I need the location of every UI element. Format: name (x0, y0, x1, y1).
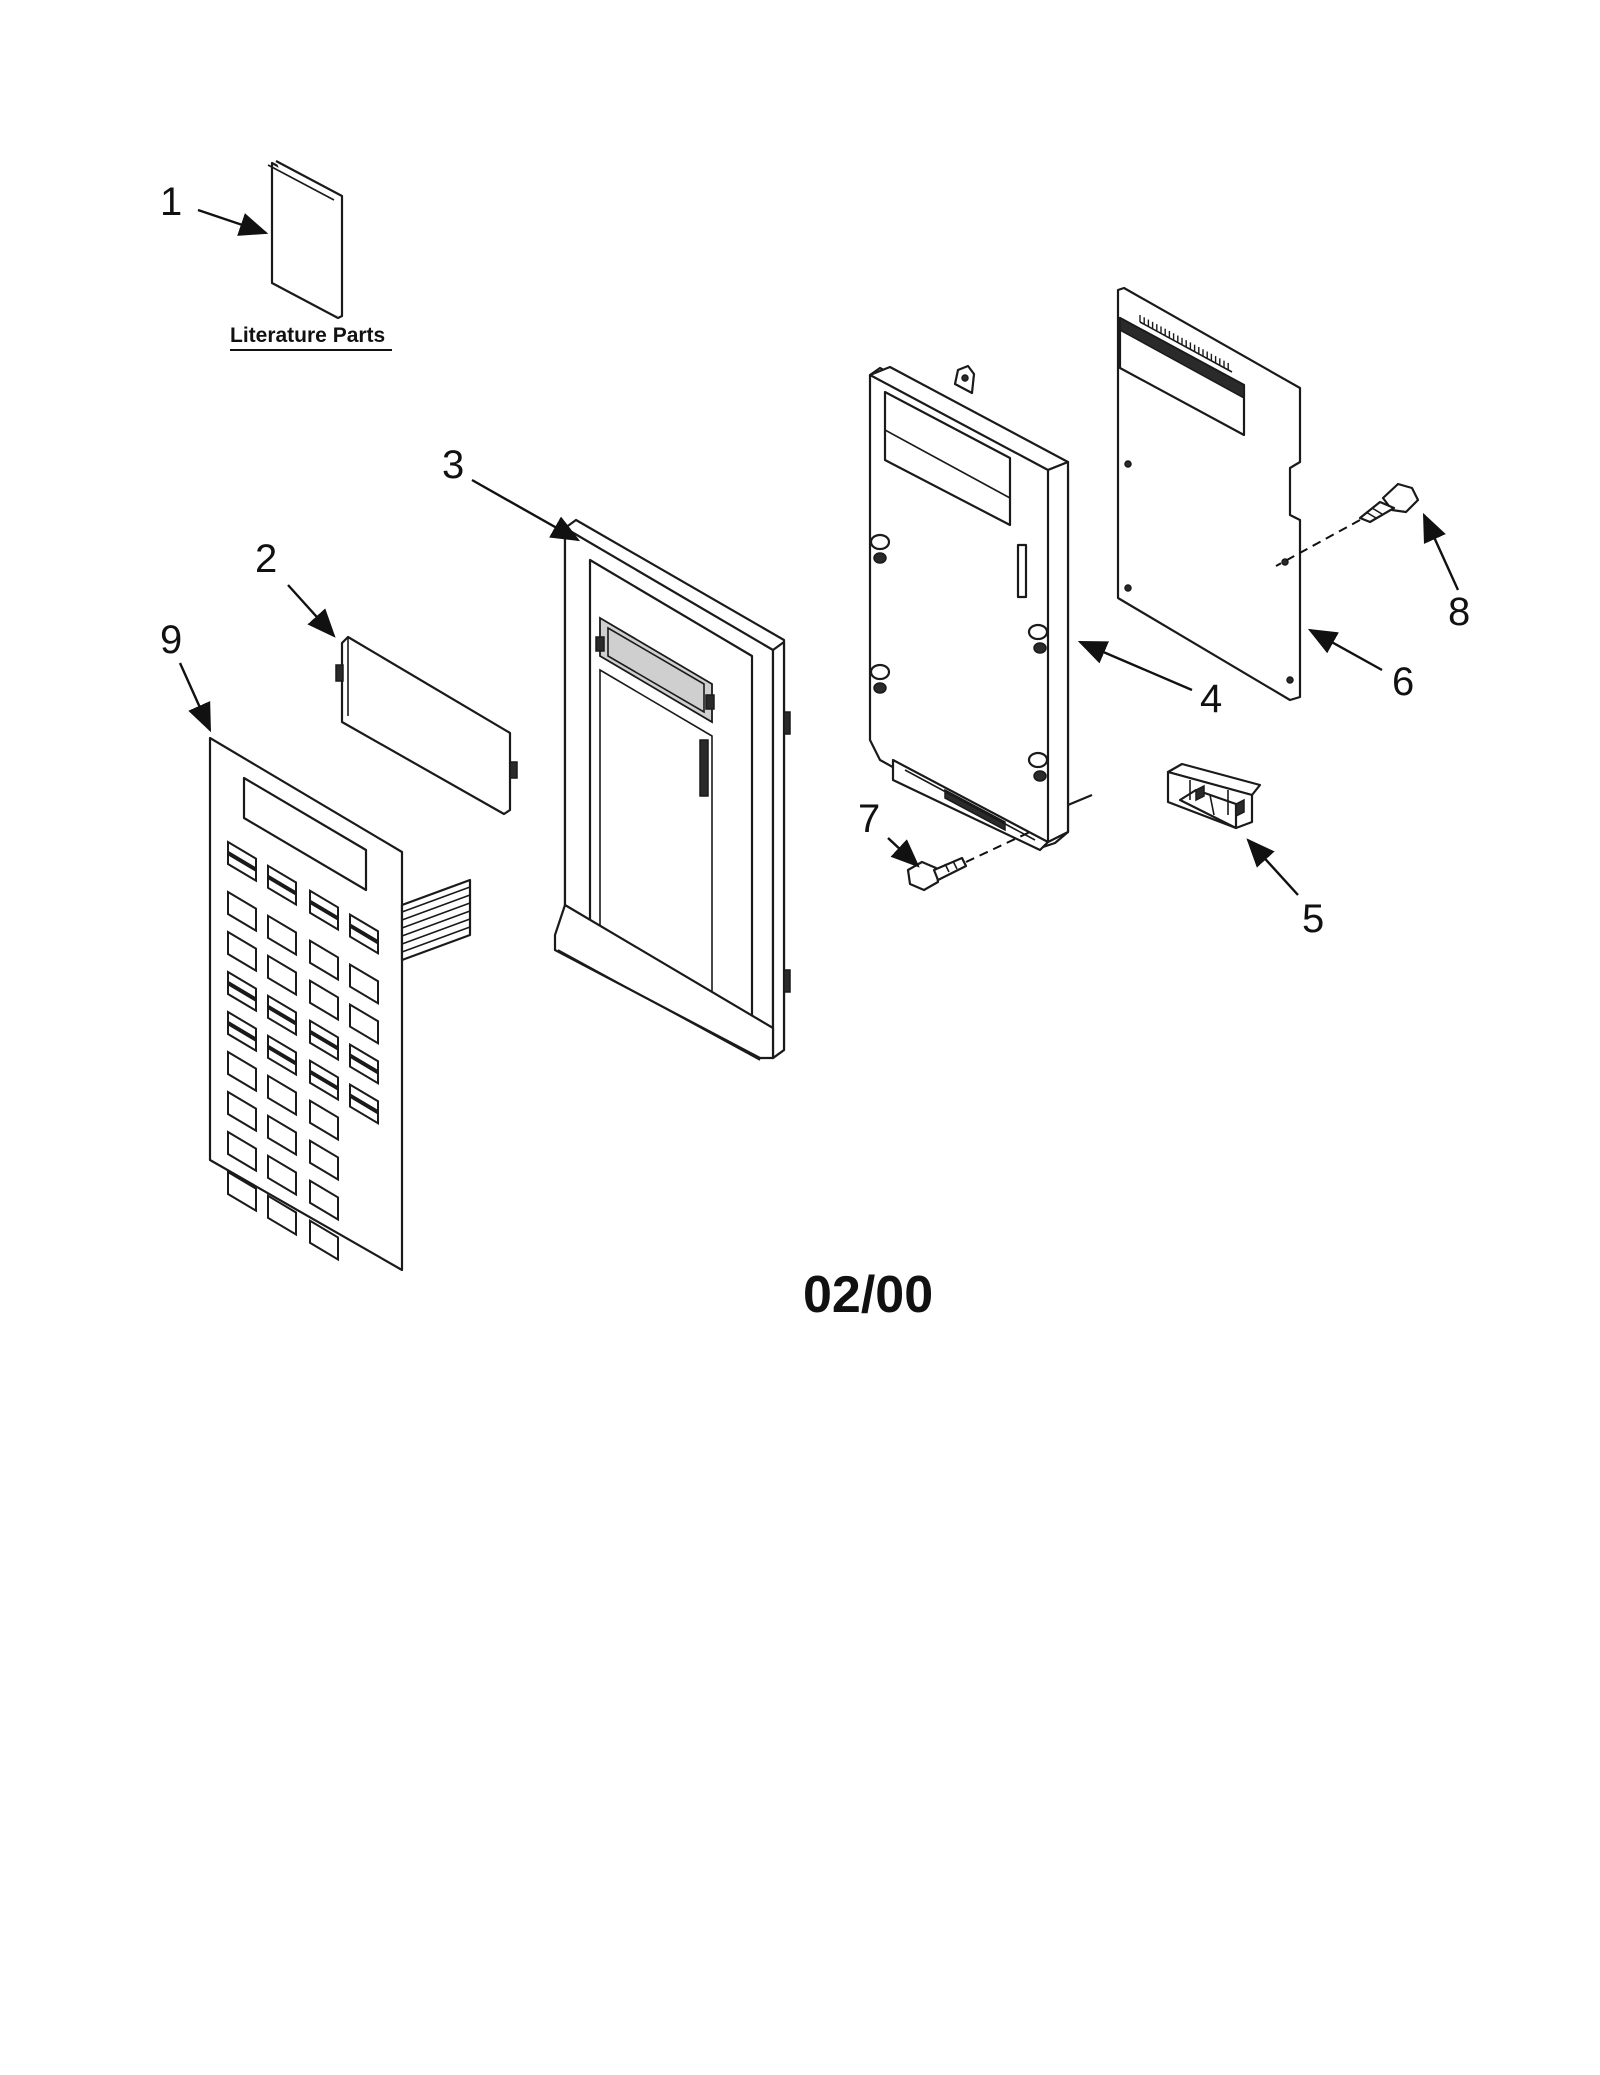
keypad-key (227, 1170, 257, 1213)
keypad-key (349, 1002, 379, 1046)
literature-parts-label: Literature Parts (230, 324, 385, 347)
bracket-mount-holes (869, 533, 1049, 782)
keypad-key (267, 1194, 297, 1237)
keypad-key-divider (308, 1070, 340, 1091)
callout-8: 8 (1448, 590, 1470, 634)
callout-2-arrow (287, 584, 336, 638)
callout-6: 6 (1392, 660, 1414, 704)
screw-7-path (965, 831, 1031, 863)
keypad-key (227, 890, 257, 933)
bracket-screw-part (906, 856, 968, 892)
keypad-keys (226, 840, 380, 1262)
revision-date: 02/00 (803, 1266, 933, 1324)
board-screw-part (1358, 482, 1420, 524)
keypad-key (267, 1154, 297, 1197)
keypad-key (309, 1219, 339, 1262)
callout-4-arrow (1077, 640, 1193, 692)
keypad-key (309, 979, 339, 1022)
keypad-key (309, 939, 339, 982)
callout-2: 2 (255, 537, 277, 581)
callout-1: 1 (160, 180, 182, 224)
keypad-key-divider (226, 1021, 258, 1042)
keypad-key-divider (348, 923, 380, 944)
callout-1-arrow (197, 208, 269, 236)
callout-8-arrow (1422, 512, 1460, 591)
circuit-board-part (1116, 286, 1302, 702)
callout-4: 4 (1200, 677, 1222, 721)
keypad-key-divider (308, 900, 340, 921)
keypad-key (267, 1074, 297, 1117)
keypad-key-divider (226, 981, 258, 1002)
callout-3-arrow (471, 478, 581, 542)
keypad-key-divider (266, 1005, 298, 1026)
keypad-key (309, 1139, 339, 1182)
keypad-key (227, 1050, 257, 1093)
display-lens-part (335, 635, 518, 816)
callout-9: 9 (160, 618, 182, 662)
keypad-key (267, 914, 297, 957)
keypad-key-divider (348, 1053, 380, 1074)
callout-7-arrow (887, 837, 920, 868)
keypad-key (309, 1099, 339, 1142)
latch-clip-part (1166, 762, 1262, 830)
keypad-key (227, 1090, 257, 1133)
control-bracket-part (868, 364, 1093, 852)
callout-9-arrow (178, 662, 212, 733)
keypad-key (227, 930, 257, 973)
callout-3: 3 (442, 443, 464, 487)
keypad-key-divider (226, 851, 258, 872)
keypad-key (227, 1130, 257, 1173)
literature-booklet-part (267, 160, 344, 320)
callout-7: 7 (858, 797, 880, 841)
keypad-key-divider (266, 1045, 298, 1066)
screw-8-path (1275, 519, 1361, 567)
board-pins (1139, 315, 1229, 370)
callout-5: 5 (1302, 897, 1324, 941)
callout-6-arrow (1307, 628, 1383, 672)
keypad-key (267, 1114, 297, 1157)
keypad-membrane-part (208, 736, 472, 1272)
keypad-key-divider (266, 875, 298, 896)
keypad-key-divider (308, 1030, 340, 1051)
keypad-key (267, 954, 297, 997)
keypad-key (309, 1179, 339, 1222)
callout-5-arrow (1246, 838, 1299, 896)
keypad-key (349, 962, 379, 1006)
control-panel-frame-part (553, 518, 791, 1061)
keypad-key-divider (348, 1093, 380, 1114)
